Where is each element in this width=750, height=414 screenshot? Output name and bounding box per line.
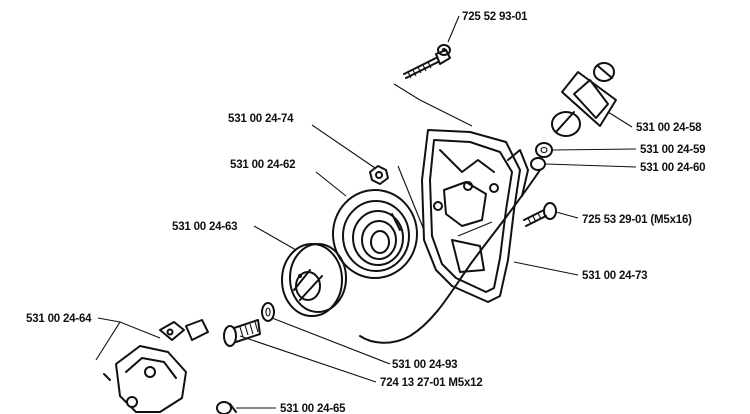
label-531-00-24-62: 531 00 24-62	[230, 159, 295, 171]
leader-531-00-24-74	[311, 124, 376, 169]
label-531-00-24-65: 531 00 24-65	[280, 403, 346, 414]
leader-725-52-93-01	[447, 15, 460, 43]
label-531-00-24-73: 531 00 24-73	[582, 270, 647, 282]
starter-housing	[421, 129, 529, 303]
label-725-53-29-01: 725 53 29-01 (M5x16)	[582, 214, 692, 226]
leader-531-00-24-73	[513, 261, 579, 276]
nut	[369, 165, 389, 185]
cord-guide	[530, 157, 546, 171]
label-531-00-24-93: 531 00 24-93	[392, 359, 457, 371]
label-531-00-24-60: 531 00 24-60	[640, 162, 705, 174]
leader-screw-top-to-housing	[393, 83, 473, 127]
leader-531-00-24-93	[271, 317, 391, 365]
pawl-bolt	[216, 401, 237, 414]
label-531-00-24-63: 531 00 24-63	[172, 221, 237, 233]
screw-m5x16	[523, 202, 557, 227]
label-531-00-24-64: 531 00 24-64	[26, 313, 92, 325]
leader-531-00-24-63	[253, 225, 297, 251]
starter-cord	[359, 169, 541, 344]
washer	[261, 302, 275, 322]
pulley	[281, 243, 347, 317]
leader-531-00-24-59	[551, 148, 637, 151]
bolt-m5x12	[223, 319, 261, 347]
leader-724-13-27-01	[239, 335, 377, 383]
handle-insert	[535, 142, 553, 158]
starter-handle	[551, 62, 617, 137]
label-531-00-24-59: 531 00 24-59	[640, 144, 705, 156]
screw-top	[403, 44, 451, 79]
leader-531-00-24-62	[315, 171, 347, 197]
recoil-spring	[332, 189, 418, 279]
leader-531-00-24-64-a	[95, 317, 121, 361]
leader-531-00-24-64-b	[119, 321, 161, 339]
pawl-assembly	[103, 319, 209, 413]
leader-531-00-24-58	[607, 111, 633, 128]
label-725-52-93-01: 725 52 93-01	[462, 11, 528, 23]
leader-531-00-24-60	[545, 163, 637, 168]
label-531-00-24-58: 531 00 24-58	[636, 122, 702, 134]
leader-725-53-29-01	[555, 211, 579, 219]
label-724-13-27-01: 724 13 27-01 M5x12	[380, 377, 483, 389]
label-531-00-24-74: 531 00 24-74	[228, 113, 294, 125]
leader-housing-inner	[397, 165, 425, 231]
